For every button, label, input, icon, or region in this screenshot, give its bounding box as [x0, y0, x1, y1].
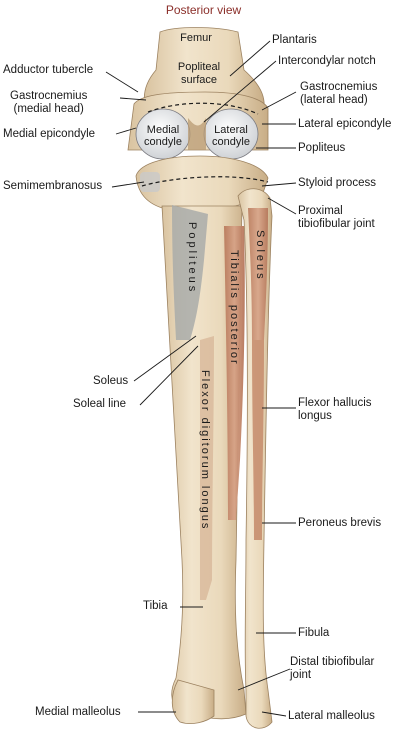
label-gastrocnemius-lateral: Gastrocnemius (lateral head)	[300, 81, 378, 106]
label-medial-malleolus: Medial malleolus	[35, 706, 121, 718]
figure-title: Posterior view	[165, 3, 242, 17]
femur-label: Femur	[180, 32, 212, 44]
soleus-vertical-label: Soleus	[254, 230, 266, 282]
tibialis-posterior-muscle	[224, 226, 245, 520]
left-leader-lines	[105, 71, 203, 713]
flexor-digitorum-vertical-label: Flexor digitorum longus	[199, 370, 211, 530]
flexor-digitorum-longus-muscle	[200, 336, 214, 600]
label-gastrocnemius-medial: Gastrocnemius (medial head)	[10, 90, 88, 115]
tibialis-posterior-vertical-label: Tibialis posterior	[228, 250, 240, 366]
medial-condyle-label-2: condyle	[144, 136, 182, 148]
label-fibula: Fibula	[298, 627, 330, 639]
label-peroneus-brevis: Peroneus brevis	[298, 517, 382, 529]
medial-malleolus-shape	[171, 679, 215, 724]
label-adductor-tubercle: Adductor tubercle	[3, 64, 94, 76]
label-popliteus-right: Popliteus	[298, 142, 346, 154]
label-lateral-epicondyle: Lateral epicondyle	[298, 118, 392, 130]
medial-condyle-label-1: Medial	[147, 124, 179, 136]
label-lateral-malleolus: Lateral malleolus	[288, 710, 375, 722]
label-tibia: Tibia	[143, 600, 168, 612]
popliteal-label-2: surface	[181, 74, 217, 86]
popliteus-muscle	[172, 205, 208, 340]
label-medial-epicondyle: Medial epicondyle	[3, 128, 96, 140]
popliteal-label-1: Popliteal	[178, 61, 220, 73]
label-soleus-left: Soleus	[93, 375, 129, 387]
flexor-hallucis-longus-muscle	[252, 340, 264, 540]
tibial-head	[135, 155, 269, 211]
popliteus-vertical-label: Popliteus	[186, 222, 198, 294]
label-soleal-line: Soleal line	[73, 398, 127, 410]
label-intercondylar-notch: Intercondylar notch	[278, 55, 376, 67]
label-semimembranosus: Semimembranosus	[3, 180, 103, 192]
lateral-condyle-label-1: Lateral	[214, 124, 248, 136]
label-distal-tibiofibular-joint: Distal tibiofibular joint	[290, 656, 375, 681]
label-styloid-process: Styloid process	[298, 177, 376, 189]
label-flexor-hallucis-longus: Flexor hallucis longus	[298, 397, 372, 422]
right-leader-lines	[203, 40, 297, 717]
label-proximal-tibiofibular-joint: Proximal tibiofibular joint	[298, 205, 375, 230]
lateral-condyle-label-2: condyle	[212, 136, 250, 148]
label-plantaris: Plantaris	[272, 34, 317, 46]
soleus-muscle	[248, 208, 268, 340]
